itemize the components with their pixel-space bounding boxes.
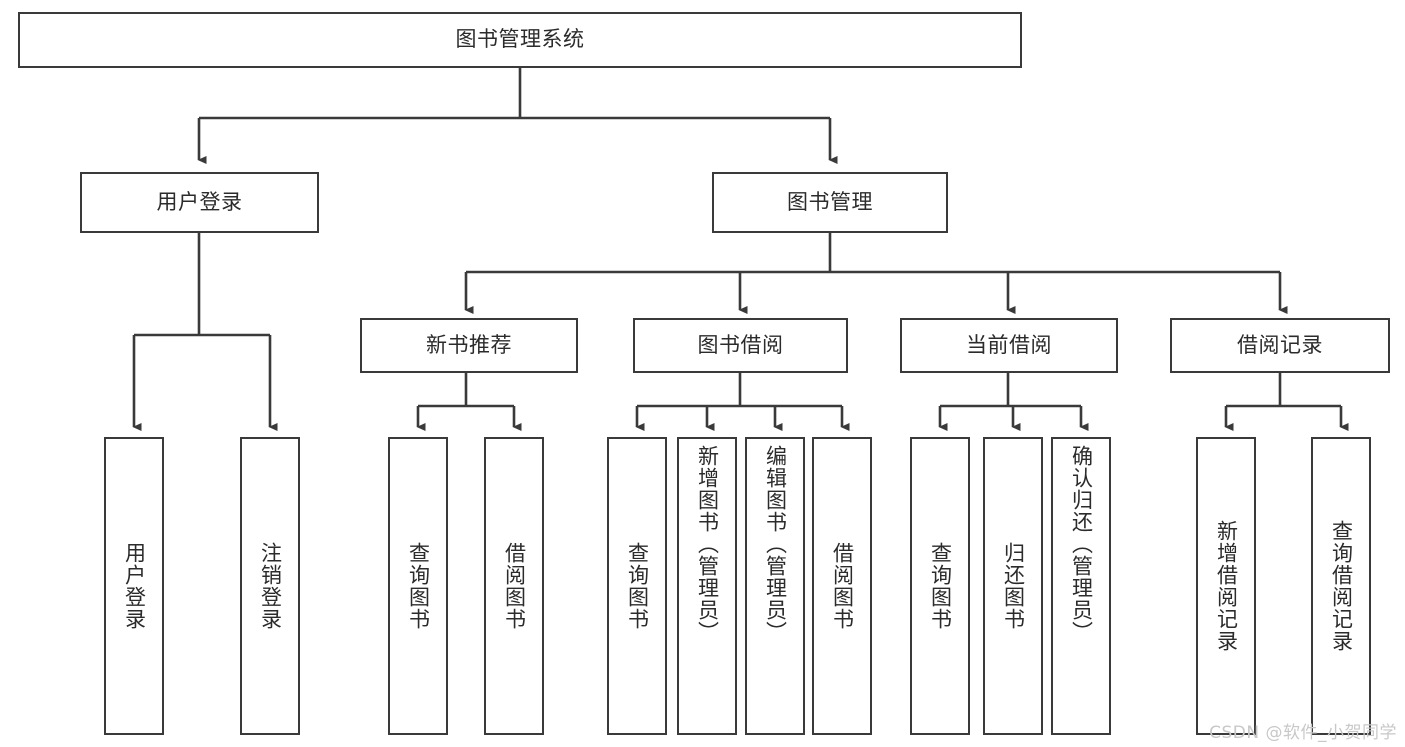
node-borrow-record-label: 借阅记录 [1237,332,1323,357]
node-book-manage-label: 图书管理 [787,189,873,214]
leaf-new-book-1-label: 查询图书 [406,542,431,630]
node-current-borrow[interactable]: 当前借阅 [900,318,1118,373]
node-new-book-recommend[interactable]: 新书推荐 [360,318,578,373]
leaf-user-login-2[interactable]: 注销登录 [240,437,300,735]
leaf-current-borrow-3[interactable]: 确认归还（管理员） [1051,437,1111,735]
leaf-new-book-2-label: 借阅图书 [502,542,527,630]
node-root[interactable]: 图书管理系统 [18,12,1022,68]
leaf-borrow-record-2[interactable]: 查询借阅记录 [1311,437,1371,735]
node-current-borrow-label: 当前借阅 [966,332,1052,357]
node-book-manage[interactable]: 图书管理 [712,172,948,233]
leaf-current-borrow-3-label: 确认归还（管理员） [1069,445,1094,643]
node-borrow-record[interactable]: 借阅记录 [1170,318,1390,373]
leaf-book-borrow-4-label: 借阅图书 [830,542,855,630]
watermark-text: CSDN @软件_小贺同学 [1209,723,1397,743]
leaf-new-book-1[interactable]: 查询图书 [388,437,448,735]
leaf-book-borrow-3-label: 编辑图书（管理员） [763,445,788,643]
node-book-borrow-label: 图书借阅 [697,332,784,357]
leaf-borrow-record-1[interactable]: 新增借阅记录 [1196,437,1256,735]
leaf-book-borrow-1-label: 查询图书 [625,542,650,630]
leaf-book-borrow-2-label: 新增图书（管理员） [695,445,720,643]
node-new-book-recommend-label: 新书推荐 [426,332,512,357]
node-root-label: 图书管理系统 [455,27,585,52]
node-user-login[interactable]: 用户登录 [80,172,319,233]
leaf-book-borrow-2[interactable]: 新增图书（管理员） [677,437,737,735]
leaf-current-borrow-1[interactable]: 查询图书 [910,437,970,735]
leaf-current-borrow-1-label: 查询图书 [928,542,953,630]
leaf-current-borrow-2-label: 归还图书 [1001,542,1026,630]
leaf-user-login-2-label: 注销登录 [258,542,283,630]
leaf-book-borrow-3[interactable]: 编辑图书（管理员） [745,437,805,735]
leaf-book-borrow-1[interactable]: 查询图书 [607,437,667,735]
leaf-new-book-2[interactable]: 借阅图书 [484,437,544,735]
leaf-user-login-1[interactable]: 用户登录 [104,437,164,735]
leaf-borrow-record-2-label: 查询借阅记录 [1329,520,1354,652]
leaf-borrow-record-1-label: 新增借阅记录 [1214,520,1239,652]
leaf-book-borrow-4[interactable]: 借阅图书 [812,437,872,735]
node-book-borrow[interactable]: 图书借阅 [633,318,848,373]
leaf-user-login-1-label: 用户登录 [122,542,147,630]
leaf-current-borrow-2[interactable]: 归还图书 [983,437,1043,735]
node-user-login-label: 用户登录 [156,189,243,214]
